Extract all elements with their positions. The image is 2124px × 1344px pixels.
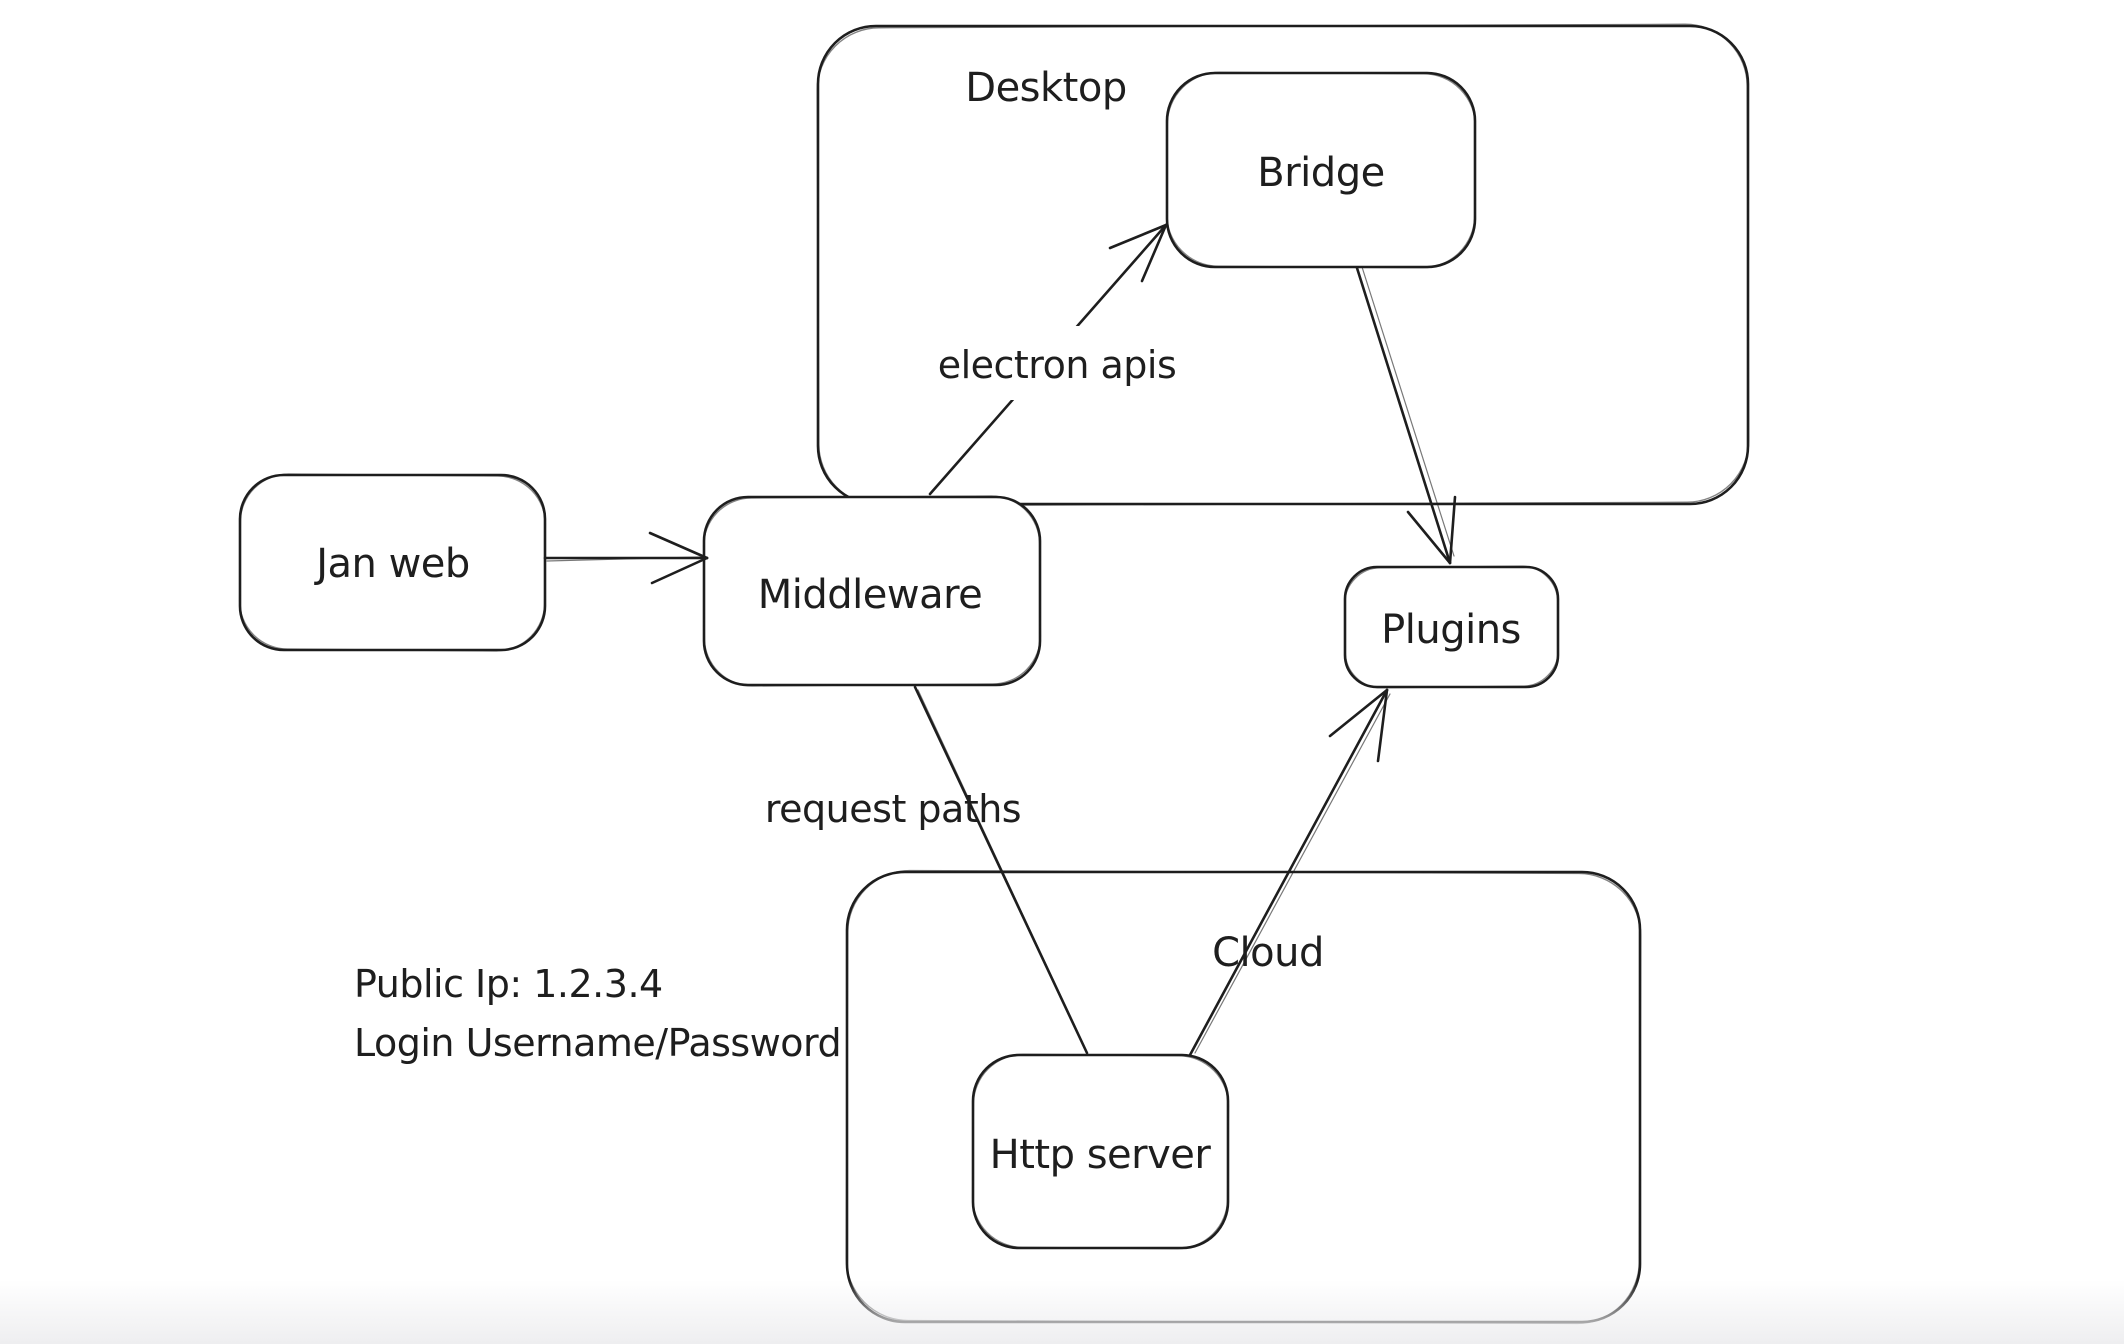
edge-label-request-paths: request paths [765,787,1021,831]
node-bridge[interactable] [1165,71,1477,269]
node-jan-web[interactable] [238,473,547,652]
node-middleware[interactable] [702,495,1042,687]
arrow-httpserver-to-plugins[interactable] [1188,688,1391,1057]
arrow-janweb-to-middleware[interactable] [543,531,709,585]
desktop-label: Desktop [965,65,1126,111]
jan-web-label: Jan web [313,541,470,587]
http-server-label: Http server [990,1132,1212,1178]
public-ip-annotation: Public Ip: 1.2.3.4 [354,962,663,1006]
cloud-label: Cloud [1212,930,1324,976]
login-annotation: Login Username/Password [354,1021,841,1065]
edge-label-electron-apis: electron apis [938,343,1177,387]
edge-label-background [916,326,1200,400]
node-plugins[interactable] [1343,565,1560,689]
middleware-label: Middleware [758,572,983,618]
bridge-label: Bridge [1257,150,1384,196]
plugins-label: Plugins [1381,607,1521,653]
line-middleware-to-httpserver[interactable] [913,685,1089,1055]
arrow-bridge-to-plugins[interactable] [1355,266,1457,565]
node-http-server[interactable] [971,1053,1230,1250]
